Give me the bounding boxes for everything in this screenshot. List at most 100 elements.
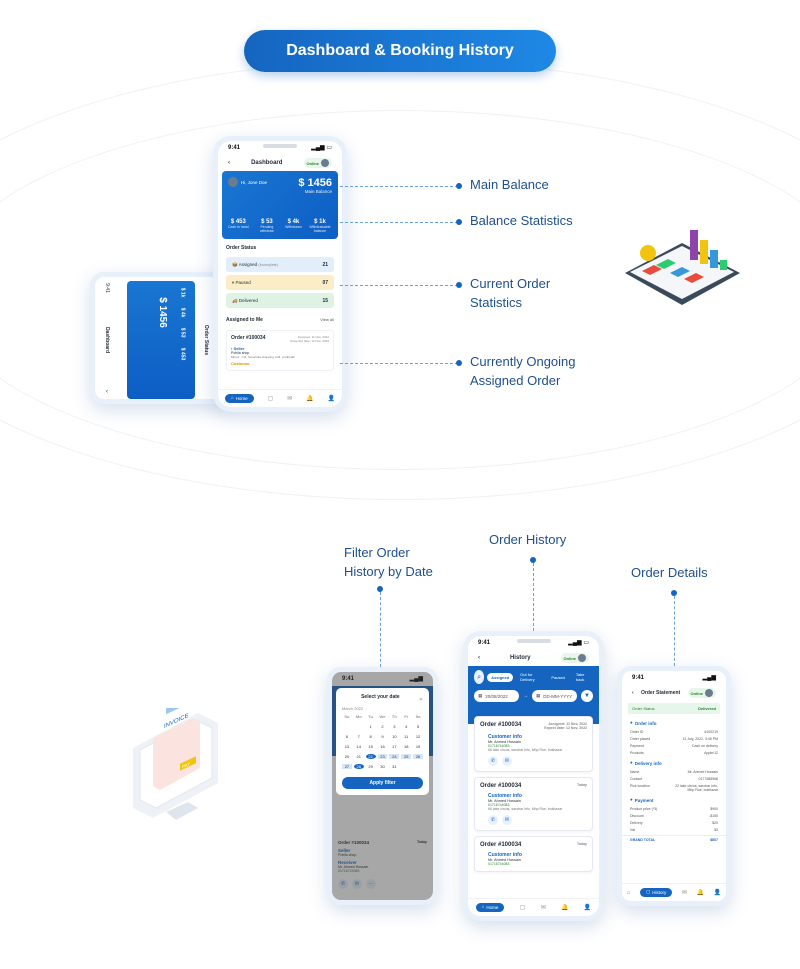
calendar-day[interactable]: 30: [380, 764, 385, 769]
calendar-day[interactable]: 28: [353, 764, 364, 769]
calendar-day[interactable]: 13: [344, 744, 350, 749]
apply-filter-button[interactable]: Apply filter: [342, 777, 423, 789]
bell-icon[interactable]: 🔔: [306, 395, 314, 402]
signal-battery-icon: ▂▄▆ ▭: [311, 145, 332, 151]
message-icon[interactable]: ✉: [502, 815, 512, 825]
message-icon[interactable]: ✉: [352, 879, 362, 889]
status-time: 9:41: [103, 283, 110, 293]
date-to-field[interactable]: ▦DD-MM-YYYY: [532, 690, 577, 702]
calendar-day[interactable]: 10: [392, 734, 397, 739]
bottom-nav: ⌂ ▢History ✉ 🔔 👤: [622, 883, 726, 901]
bottom-nav: ⌂Home ▢ ✉ 🔔 👤: [468, 898, 599, 916]
call-icon[interactable]: ✆: [488, 815, 498, 825]
avatar: [320, 159, 329, 167]
back-icon[interactable]: ‹: [632, 689, 634, 696]
date-to-placeholder: DD-MM-YYYY: [543, 693, 573, 699]
calendar-day[interactable]: 9: [381, 734, 384, 739]
calendar-day[interactable]: 5: [416, 724, 420, 729]
more-icon[interactable]: ⋯: [366, 879, 376, 889]
tab-out-for-delivery[interactable]: Out for Delivery: [520, 672, 535, 682]
tab-assigned[interactable]: Assigned: [487, 672, 514, 682]
callout-ongoing-assigned-order: Currently Ongoing Assigned Order: [470, 353, 576, 391]
view-all-link[interactable]: View all: [320, 317, 334, 322]
order-stat-assigned[interactable]: 📦 Assigned (Incomplete) 21: [226, 257, 334, 272]
home-icon[interactable]: ⌂: [626, 889, 631, 896]
online-toggle[interactable]: Online: [687, 688, 716, 698]
profile-icon[interactable]: 👤: [327, 395, 335, 402]
calendar-day[interactable]: 14: [356, 744, 361, 749]
history-phone: 9:41 ▂▄▆ ▭ ‹ History Online ⌕ Assigned O…: [463, 631, 604, 921]
tab-take-back[interactable]: Take back: [575, 672, 585, 682]
call-icon[interactable]: ✆: [488, 756, 498, 766]
calendar-day[interactable]: 23: [377, 754, 388, 759]
calendar-day[interactable]: 26: [413, 754, 423, 759]
order-stat-paused[interactable]: ⏸ Paused 07: [226, 275, 334, 290]
nav-home[interactable]: ⌂Home: [224, 394, 254, 403]
online-toggle[interactable]: Online: [303, 158, 332, 168]
calendar-day[interactable]: 22: [365, 754, 376, 759]
calendar-empty: [354, 724, 364, 729]
chat-icon[interactable]: ✉: [287, 395, 293, 402]
history-icon[interactable]: ▢: [267, 395, 274, 402]
callout-line: [340, 186, 458, 187]
date-from-field[interactable]: ▦20/08/2022: [474, 690, 519, 702]
order-stat-delivered[interactable]: 🚚 Delivered 15: [226, 293, 334, 308]
grand-total-label: GRAND TOTAL: [630, 837, 656, 842]
weekday-label: Su: [344, 714, 350, 719]
calendar-day[interactable]: 8: [369, 734, 372, 739]
close-icon[interactable]: ✕: [418, 696, 423, 703]
bell-icon[interactable]: 🔔: [696, 889, 705, 896]
calendar-day[interactable]: 19: [415, 744, 421, 749]
phone-notch: [263, 144, 297, 148]
calendar-day[interactable]: 16: [380, 744, 385, 749]
calendar-day[interactable]: 17: [392, 744, 397, 749]
chevron-icon[interactable]: ‹: [106, 389, 108, 395]
calendar-day[interactable]: 21: [356, 754, 361, 759]
chat-icon[interactable]: ✉: [540, 904, 546, 911]
calendar-day[interactable]: 29: [368, 764, 373, 769]
nav-home[interactable]: ⌂Home: [475, 903, 505, 912]
calendar-day[interactable]: 4: [405, 724, 408, 729]
online-toggle[interactable]: Online: [560, 653, 589, 663]
filter-icon[interactable]: ▼: [581, 690, 593, 702]
bell-icon[interactable]: 🔔: [561, 904, 569, 911]
calendar-day[interactable]: 18: [403, 744, 409, 749]
page-title: Dashboard & Booking History: [244, 30, 556, 72]
profile-icon[interactable]: 👤: [583, 904, 592, 911]
calendar-day[interactable]: 25: [401, 754, 412, 759]
back-icon[interactable]: ‹: [478, 655, 480, 661]
back-icon[interactable]: ‹: [228, 160, 230, 166]
callout-balance-statistics: Balance Statistics: [470, 213, 573, 228]
calendar-day[interactable]: 1: [369, 724, 372, 729]
calendar-day[interactable]: 31: [392, 764, 397, 769]
callout-line-1: Currently Ongoing: [470, 354, 576, 369]
chat-icon[interactable]: ✉: [681, 889, 687, 896]
calendar-day[interactable]: 3: [393, 724, 396, 729]
nav-history[interactable]: ▢History: [640, 888, 673, 897]
calendar-day[interactable]: 12: [415, 734, 421, 739]
calendar-day[interactable]: 7: [357, 734, 360, 739]
calendar-day[interactable]: 15: [368, 744, 373, 749]
callout-line: [340, 285, 458, 286]
invoice-monitor-illustration: INVOICE PAY: [133, 708, 218, 820]
search-icon[interactable]: ⌕: [474, 670, 485, 684]
tab-paused[interactable]: Paused: [551, 674, 565, 680]
calendar-day[interactable]: 27: [342, 764, 352, 769]
calendar-day[interactable]: 2: [381, 724, 384, 729]
call-icon[interactable]: ✆: [338, 879, 348, 889]
calendar-day[interactable]: 20: [344, 754, 350, 759]
calendar-day[interactable]: 24: [389, 754, 400, 759]
history-icon[interactable]: ▢: [519, 904, 526, 911]
calendar-day[interactable]: 6: [345, 734, 349, 739]
assigned-order-card[interactable]: Order #100034 Assigned: 11 Nov, 2022 Exp…: [226, 330, 334, 371]
profile-icon[interactable]: 👤: [713, 889, 722, 896]
calendar-day[interactable]: 11: [404, 734, 409, 739]
message-icon[interactable]: ✉: [502, 756, 512, 766]
